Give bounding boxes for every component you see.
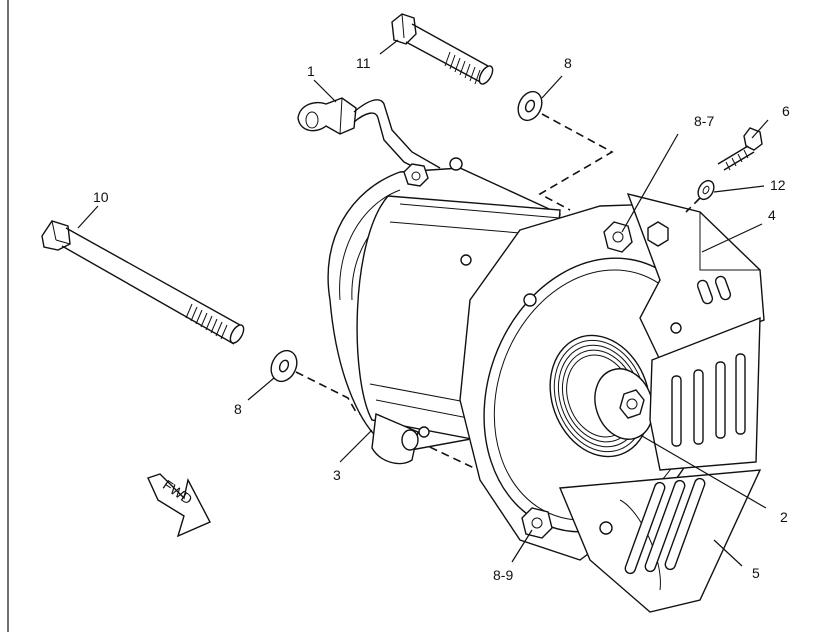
callout-6: 6 <box>782 103 790 119</box>
assembly-path-left <box>295 371 475 469</box>
callout-8-7: 8-7 <box>694 113 714 129</box>
fwd-arrow-icon: FWD <box>147 473 211 538</box>
callout-8-left: 8 <box>234 401 242 417</box>
washer-8-top <box>517 90 543 122</box>
mounting-plate <box>649 316 761 471</box>
washer-8-left <box>270 349 298 383</box>
callout-5: 5 <box>752 565 760 581</box>
washer-12 <box>697 179 715 201</box>
bracket-4 <box>626 192 765 361</box>
callout-10: 10 <box>93 189 109 205</box>
shield-5 <box>558 469 762 613</box>
terminal-lead-1 <box>297 97 441 179</box>
bolt-10 <box>41 220 245 345</box>
callout-3: 3 <box>333 467 341 483</box>
screw-6 <box>717 127 763 171</box>
callout-8-top: 8 <box>564 55 572 71</box>
callout-1: 1 <box>307 63 315 79</box>
callout-4: 4 <box>768 207 776 223</box>
nut-8-9 <box>521 507 553 539</box>
assembly-path-screw <box>685 197 701 213</box>
pulley-2 <box>549 334 654 458</box>
assembly-path-top <box>538 113 614 211</box>
leader-lines <box>77 39 769 567</box>
bolt-11 <box>391 13 494 85</box>
callout-8-9: 8-9 <box>493 567 513 583</box>
callout-11: 11 <box>356 55 371 71</box>
callout-2: 2 <box>780 509 788 525</box>
nut-8-7 <box>603 221 633 253</box>
callout-12: 12 <box>770 177 786 193</box>
